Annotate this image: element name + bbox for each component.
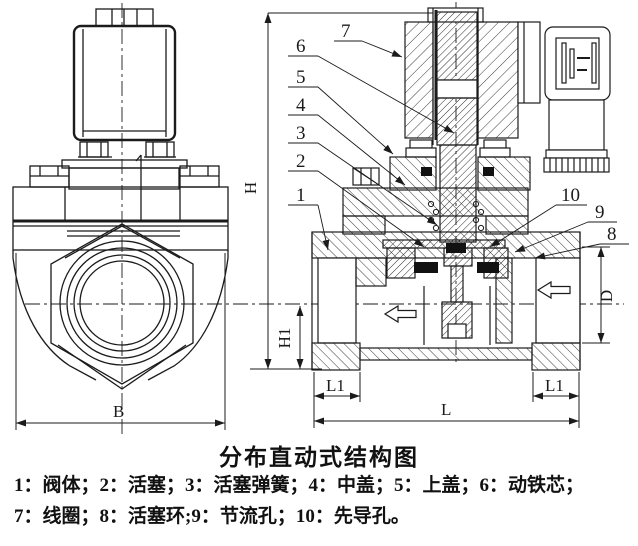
dimension-L1-left: L1 xyxy=(313,372,361,402)
section-view xyxy=(311,7,611,371)
svg-text:5: 5 xyxy=(296,67,306,88)
piston-ring-left xyxy=(414,262,438,273)
callout-3: 3 xyxy=(288,123,438,226)
dim-label-L: L xyxy=(441,400,451,419)
stem-nuts-front xyxy=(78,141,176,158)
callout-4: 4 xyxy=(288,95,406,186)
bonnet-flange xyxy=(61,159,188,169)
valve-structure-drawing: B xyxy=(12,2,629,434)
callout-6: 6 xyxy=(288,36,455,134)
valve-body-front xyxy=(12,154,229,251)
side-nut-right xyxy=(179,165,220,188)
dim-label-H1: H1 xyxy=(275,328,294,349)
dim-label-L1-left: L1 xyxy=(326,376,345,395)
coil-housing-front xyxy=(72,24,177,142)
callout-1: 1 xyxy=(288,185,330,251)
coil-winding-right xyxy=(477,21,519,139)
front-view xyxy=(12,8,229,390)
piston-assembly xyxy=(382,239,509,339)
flow-arrow-left xyxy=(383,304,417,324)
dim-label-L1-right: L1 xyxy=(545,376,564,395)
piston-ring-right xyxy=(477,262,499,273)
dimension-L1-right: L1 xyxy=(532,372,580,402)
svg-text:4: 4 xyxy=(296,95,306,116)
svg-text:9: 9 xyxy=(595,202,605,223)
svg-text:10: 10 xyxy=(561,185,580,206)
svg-text:2: 2 xyxy=(296,151,306,172)
dim-label-D: D xyxy=(597,290,616,302)
dimension-B: B xyxy=(15,253,226,430)
body-wing-left xyxy=(12,250,97,381)
parts-legend: 1：阀体；2：活塞；3：活塞弹簧；4：中盖；5：上盖；6：动铁芯； 7：线圈；8… xyxy=(14,470,630,532)
legend-line-2: 7：线圈；8：活塞环;9：节流孔；10：先导孔。 xyxy=(14,506,410,527)
dimension-H: H xyxy=(241,12,433,370)
outlet-port xyxy=(535,257,581,344)
svg-text:1: 1 xyxy=(296,185,306,206)
flow-arrow-right xyxy=(536,280,571,300)
figure-title: 分布直动式结构图 xyxy=(219,445,419,470)
coil-top-nut xyxy=(95,8,154,27)
svg-text:3: 3 xyxy=(296,123,306,144)
callout-7: 7 xyxy=(334,21,403,58)
fixed-core xyxy=(436,11,478,81)
middle-cover xyxy=(342,167,529,235)
valve-body-section xyxy=(311,231,581,371)
dim-label-H: H xyxy=(241,182,260,194)
dimension-H1: H1 xyxy=(275,306,304,369)
cable-gland xyxy=(543,157,610,173)
body-wing-right xyxy=(147,250,229,381)
svg-text:6: 6 xyxy=(296,36,306,57)
dim-label-B: B xyxy=(113,402,124,421)
callout-9: 9 xyxy=(514,202,617,253)
dimension-L: L xyxy=(313,400,580,428)
coil-winding-left xyxy=(404,21,434,139)
pilot-seal xyxy=(446,243,466,253)
svg-text:7: 7 xyxy=(341,21,351,42)
coil-assembly-section xyxy=(404,7,519,146)
callout-8: 8 xyxy=(534,224,629,260)
dimension-D: D xyxy=(582,246,616,344)
svg-text:8: 8 xyxy=(607,224,617,245)
side-nut-left xyxy=(29,165,70,188)
bonnet xyxy=(68,167,180,190)
connector-neck xyxy=(548,99,605,151)
body-vee-bottom xyxy=(57,344,187,390)
callout-5: 5 xyxy=(288,67,394,155)
callout-10: 10 xyxy=(489,185,587,248)
callout-2: 2 xyxy=(288,151,425,248)
electrical-connector xyxy=(517,21,611,173)
legend-line-1: 1：阀体；2：活塞；3：活塞弹簧；4：中盖；5：上盖；6：动铁芯； xyxy=(14,475,585,496)
inlet-port xyxy=(317,257,357,344)
air-gap xyxy=(436,79,478,99)
moving-core xyxy=(436,97,478,146)
